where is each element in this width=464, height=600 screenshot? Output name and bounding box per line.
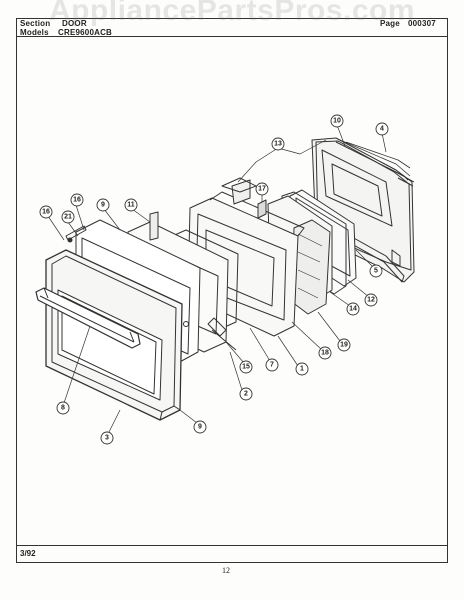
- hinge-bracket: [257, 199, 267, 219]
- callout-15: 15: [242, 364, 250, 371]
- models-value: CRE9600ACB: [58, 28, 113, 37]
- watermark: AppliancePartsPros.com: [48, 0, 416, 27]
- insulation-block: [291, 219, 331, 315]
- callout-11: 11: [127, 202, 135, 209]
- door-handle: [35, 287, 141, 349]
- diagram-frame: [16, 18, 448, 563]
- callout-10: 10: [333, 118, 341, 125]
- callout-16-left: 16: [42, 209, 50, 216]
- leader-lines: [47, 124, 387, 435]
- page-number: 12: [222, 566, 230, 575]
- callout-numbers: 10 4 13 17 16 9 11 16 21 5 12 14 19 18 1…: [42, 118, 384, 442]
- callout-13: 13: [274, 141, 282, 148]
- callout-9-top: 9: [101, 202, 105, 209]
- callout-bubbles: [39, 114, 389, 445]
- header-rule: [16, 36, 448, 37]
- callout-5: 5: [374, 268, 378, 275]
- callout-3: 3: [105, 435, 109, 442]
- mounting-screw: [207, 317, 237, 351]
- section-value: DOOR: [62, 19, 87, 28]
- callout-2: 2: [244, 391, 248, 398]
- callout-1: 1: [300, 366, 304, 373]
- callout-12: 12: [367, 297, 375, 304]
- callout-16-top: 16: [73, 197, 81, 204]
- callout-21: 21: [64, 214, 72, 221]
- models-label: Models: [20, 28, 49, 37]
- callout-4: 4: [380, 126, 384, 133]
- callout-18: 18: [321, 350, 329, 357]
- page-label: Page: [380, 19, 400, 28]
- screw-near-9: [183, 321, 189, 327]
- callout-19: 19: [340, 342, 348, 349]
- callout-9-bottom: 9: [198, 424, 202, 431]
- footer-rule: [16, 545, 448, 546]
- page-value: 000307: [408, 19, 436, 28]
- callout-14: 14: [349, 306, 357, 313]
- revision-date: 3/92: [20, 549, 36, 558]
- callout-7: 7: [270, 362, 274, 369]
- callout-17: 17: [258, 186, 266, 193]
- section-label: Section: [20, 19, 51, 28]
- callout-8: 8: [61, 405, 65, 412]
